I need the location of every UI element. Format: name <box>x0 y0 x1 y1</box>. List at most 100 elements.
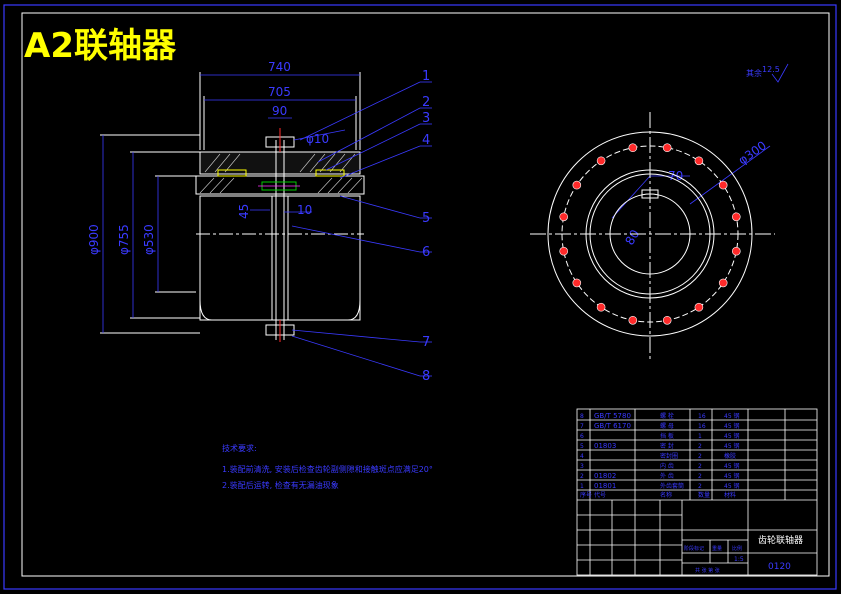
sheet-info: 共 张 第 张 <box>695 567 720 574</box>
bom-cell-mat: 45 钢 <box>724 442 740 450</box>
bolt-hole <box>572 278 582 288</box>
bolt-hole <box>628 315 638 325</box>
roughness-label: 其余 <box>746 68 762 78</box>
bom-cell-no: 2 <box>580 473 584 480</box>
bom-header-code: 代号 <box>594 491 606 499</box>
callout-1: 1 <box>422 69 430 84</box>
scale-value: 1:5 <box>734 556 744 563</box>
bolt-hole <box>694 156 704 166</box>
bolt-hole <box>694 302 704 312</box>
bom-cell-name: 密 封 <box>660 442 674 450</box>
bom-cell-mat: 45 钢 <box>724 412 740 420</box>
bolt-circle <box>559 143 741 325</box>
bom-cell-no: 6 <box>580 433 584 440</box>
bom-cell-no: 1 <box>580 483 584 490</box>
roughness-symbol: 其余 12.5 <box>746 63 789 83</box>
section-view <box>100 72 365 342</box>
bom-cell-name: 外 齿 <box>660 472 674 480</box>
bolt-hole <box>718 180 728 190</box>
bolt-hole <box>662 315 672 325</box>
bom-rows: 8 GB/T 5780 螺 栓 16 45 钢 7 GB/T 6170 螺 母 16 45 钢 6 挡… <box>580 412 740 499</box>
bom-cell-no: 4 <box>580 453 584 460</box>
dim-80: 80 <box>622 227 642 247</box>
bolt-hole <box>596 156 606 166</box>
callout-2: 2 <box>422 95 430 110</box>
callout-4: 4 <box>422 133 430 148</box>
bom-cell-no: 3 <box>580 463 584 470</box>
bom-cell-code: GB/T 6170 <box>594 422 631 430</box>
bom-cell-mat: 橡胶 <box>724 452 736 460</box>
bolt-hole <box>731 246 741 256</box>
notes-line-1: 1.装配前清洗, 安装后检查齿轮副侧隙和接触斑点应满足20° <box>222 464 433 474</box>
bolt-hole <box>718 278 728 288</box>
drawing-name: 齿轮联轴器 <box>758 534 803 546</box>
bom-cell-mat: 45 钢 <box>724 432 740 440</box>
label-weight: 重量 <box>712 545 722 552</box>
dim-740: 740 <box>268 60 291 74</box>
notes-line-2: 2.装配后运转, 检查有无漏油现象 <box>222 480 339 490</box>
callout-numbers: 1 2 3 4 5 6 7 8 <box>422 69 430 384</box>
dim-10: 10 <box>297 203 312 217</box>
dim-phi300: φ300 <box>736 138 769 167</box>
dimension-lines <box>102 74 771 377</box>
tech-notes: 技术要求: 1.装配前清洗, 安装后检查齿轮副侧隙和接触斑点应满足20° 2.装… <box>222 443 433 490</box>
label-scale: 比例 <box>732 545 742 552</box>
bom-cell-qty: 16 <box>698 423 706 430</box>
bom-cell-mat: 45 钢 <box>724 462 740 470</box>
bom-cell-qty: 2 <box>698 453 702 460</box>
bolt-hole <box>662 143 672 152</box>
bolt-hole <box>559 246 569 256</box>
bom-cell-name: 外齿套筒 <box>660 482 684 490</box>
bolt-hole <box>596 302 606 312</box>
bom-cell-name: 螺 母 <box>660 422 674 430</box>
dim-70: 70 <box>668 169 683 183</box>
bom-table <box>576 408 818 576</box>
bolt-hole <box>572 180 582 190</box>
bom-cell-name: 密封圈 <box>660 452 678 460</box>
bom-cell-mat: 45 钢 <box>724 422 740 430</box>
outer-frame <box>3 4 837 590</box>
bom-cell-name: 螺 栓 <box>660 412 674 420</box>
bom-cell-mat: 45 钢 <box>724 482 740 490</box>
bolt-hole <box>628 143 638 152</box>
inner-frame <box>21 12 830 577</box>
callout-6: 6 <box>422 245 430 260</box>
bom-header-no: 序号 <box>580 491 592 499</box>
callout-8: 8 <box>422 369 430 384</box>
bom-cell-qty: 16 <box>698 413 706 420</box>
bom-header-mat: 材料 <box>724 491 736 499</box>
bom-cell-qty: 2 <box>698 483 702 490</box>
drawing-number: 0120 <box>768 562 791 572</box>
bom-cell-qty: 2 <box>698 473 702 480</box>
dim-705: 705 <box>268 85 291 99</box>
notes-heading: 技术要求: <box>222 443 257 453</box>
callout-7: 7 <box>422 335 430 350</box>
bom-cell-no: 7 <box>580 423 584 430</box>
roughness-value: 12.5 <box>762 65 780 74</box>
end-view <box>530 112 775 360</box>
bom-cell-no: 8 <box>580 413 584 420</box>
bom-cell-name: 挡 板 <box>660 432 674 440</box>
dim-phi10: φ10 <box>306 132 329 146</box>
bom-cell-code: GB/T 5780 <box>594 412 631 420</box>
bom-header-qty: 数量 <box>698 491 710 499</box>
bolt-hole <box>559 212 569 222</box>
bom-header-name: 名称 <box>660 491 672 499</box>
callout-3: 3 <box>422 111 430 126</box>
bom-cell-qty: 2 <box>698 463 702 470</box>
bom-cell-name: 内 齿 <box>660 462 674 470</box>
callout-5: 5 <box>422 211 430 226</box>
bom-cell-mat: 45 钢 <box>724 472 740 480</box>
bom-cell-code: 01803 <box>594 442 616 450</box>
bom-cell-qty: 1 <box>698 433 702 440</box>
label-stage: 阶段标记 <box>684 545 704 552</box>
bom-cell-code: 01802 <box>594 472 616 480</box>
bom-cell-code: 01801 <box>594 482 616 490</box>
dim-phi530: φ530 <box>142 224 156 255</box>
dim-90: 90 <box>272 104 287 118</box>
dim-45: 45 <box>237 204 251 219</box>
bolt-hole <box>731 212 741 222</box>
bom-cell-no: 5 <box>580 443 584 450</box>
